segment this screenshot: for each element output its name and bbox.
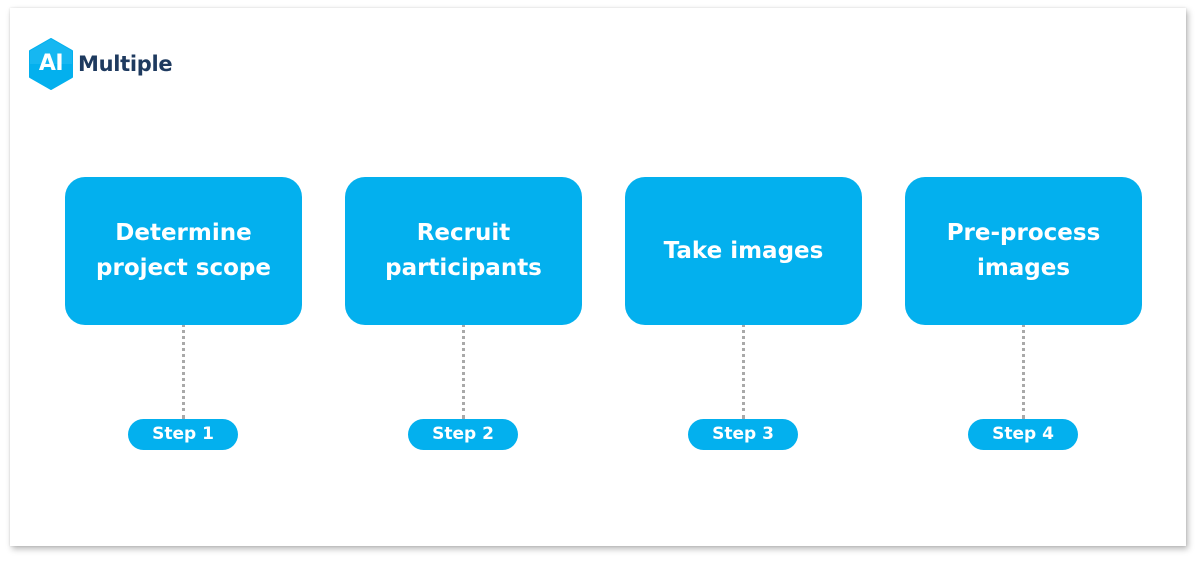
step-box-label: Pre-process images [946,220,1101,281]
step-connector [742,323,745,419]
step-box: Take images [625,177,862,325]
step-connector [1022,323,1025,419]
logo-hexagon-icon: AI [28,38,74,90]
step-box: Recruit participants [345,177,582,325]
step-box: Pre-process images [905,177,1142,325]
step-connector [182,323,185,419]
step-box-label: Recruit participants [385,220,542,281]
step-badge: Step 2 [408,419,518,450]
step-box-label: Determine project scope [96,220,271,281]
step-box: Determine project scope [65,177,302,325]
logo-wordmark: Multiple [78,52,173,76]
step-badge: Step 4 [968,419,1078,450]
step-connector [462,323,465,419]
logo-badge-text: AI [38,51,64,76]
step-badge: Step 3 [688,419,798,450]
step-box-label: Take images [663,237,824,264]
step-badge: Step 1 [128,419,238,450]
logo: AI Multiple [28,38,173,90]
